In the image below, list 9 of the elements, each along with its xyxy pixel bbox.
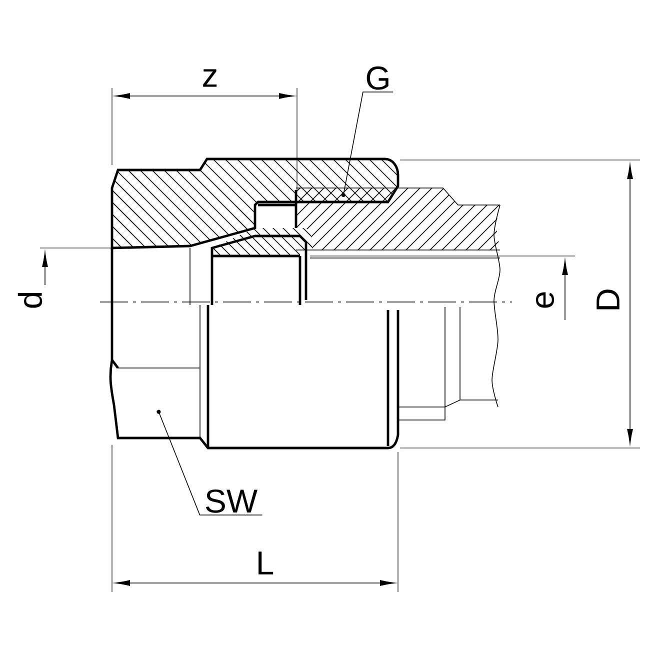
dimension-label: D bbox=[596, 290, 620, 310]
dimension-label: z bbox=[203, 69, 217, 87]
dimension-label: d bbox=[18, 292, 42, 308]
leader-line bbox=[156, 410, 263, 516]
dimension-label: e bbox=[536, 292, 554, 308]
callout-text: SW bbox=[206, 489, 258, 513]
callout-text: G bbox=[366, 66, 388, 90]
dimension-label: L bbox=[258, 552, 274, 574]
leader-line bbox=[341, 92, 394, 198]
